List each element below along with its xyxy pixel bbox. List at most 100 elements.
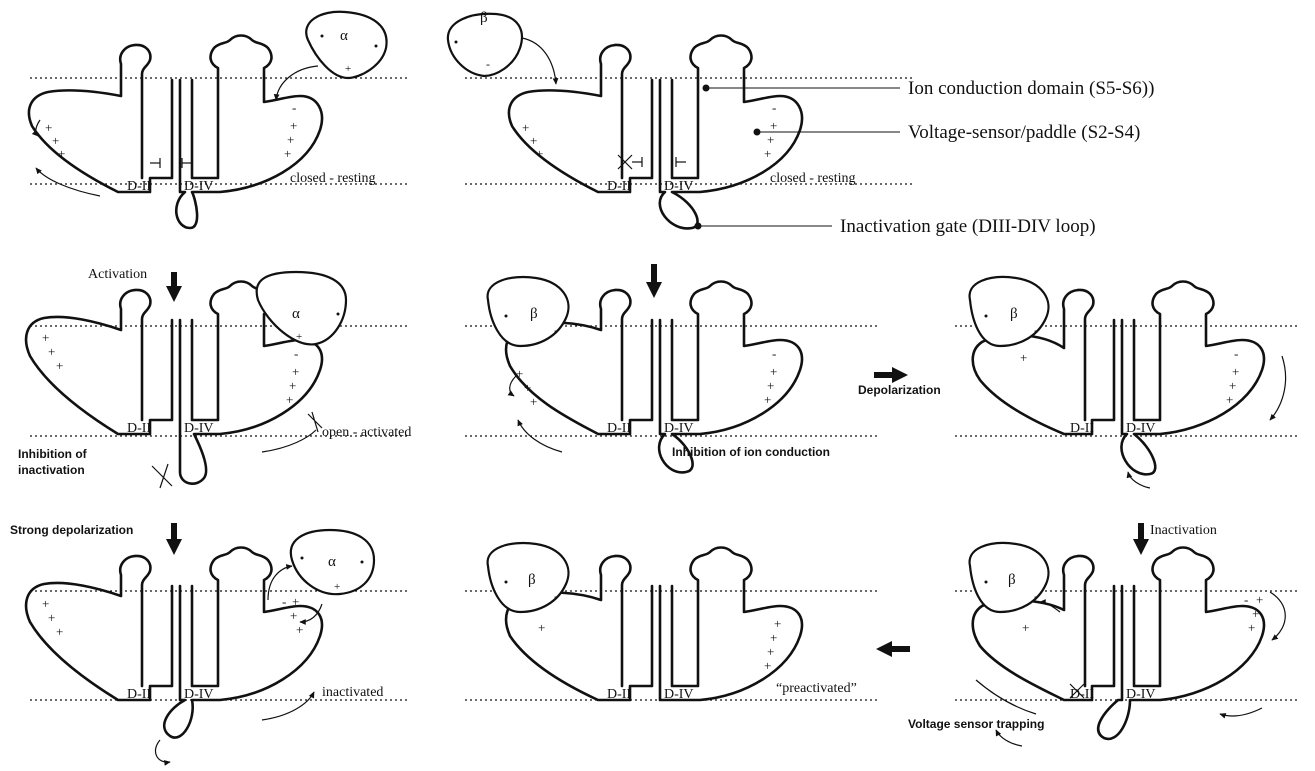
charge-plus: + (1020, 350, 1027, 365)
charge-plus: + (292, 594, 299, 609)
charge-plus: + (767, 378, 774, 393)
alpha-label: α (292, 306, 300, 322)
panel-alpha-open: D-II D-IV + + + - + + + α + open - activ… (18, 272, 411, 488)
panel-beta-preactivated: D-II D-IV β - + + + + + “preactivated” (488, 543, 857, 702)
charge-minus: - (554, 323, 558, 337)
domain-iv-label: D-IV (664, 179, 694, 194)
charge-plus: + (1252, 606, 1259, 621)
domain-ii-label: D-II (607, 687, 631, 702)
charge-minus: - (282, 594, 286, 609)
beta-label: β (530, 306, 538, 322)
charge-plus: + (42, 596, 49, 611)
charge-plus: + (536, 146, 543, 161)
state-inactivated: inactivated (322, 685, 383, 700)
transition-strong-depolarization: Strong depolarization (10, 523, 133, 537)
beta-label: β (1010, 306, 1018, 322)
domain-iv-label: D-IV (184, 687, 214, 702)
charge-plus: + (296, 622, 303, 637)
charge-minus: - (1244, 592, 1248, 607)
panel-beta-resting: D-II D-IV + + + - + + + β - closed - res… (448, 10, 1155, 237)
state-preactivated: “preactivated” (776, 681, 857, 696)
domain-iv-label: D-IV (664, 421, 694, 436)
transition-depolarization: Depolarization (858, 383, 941, 397)
charge-plus: + (1248, 620, 1255, 635)
domain-ii-outline (29, 45, 172, 192)
charge-minus: - (1034, 589, 1038, 603)
legend-voltage-sensor: Voltage-sensor/paddle (S2-S4) (908, 122, 1140, 143)
charge-minus: - (1034, 323, 1038, 337)
domain-iv-label: D-IV (1126, 687, 1156, 702)
alpha-label: α (340, 28, 348, 44)
panel-beta-trapping: D-II D-IV β - + - + + + Voltage sensor t… (908, 543, 1285, 746)
charge-plus: + (767, 644, 774, 659)
membrane-lines (30, 78, 1300, 700)
charge-plus: + (764, 146, 771, 161)
charge-plus: + (345, 63, 351, 75)
legend-inactivation-gate: Inactivation gate (DIII-DIV loop) (840, 216, 1096, 237)
charge-plus: + (42, 330, 49, 345)
charge-plus: + (1232, 364, 1239, 379)
charge-minus: - (1234, 346, 1238, 361)
charge-plus: + (1226, 392, 1233, 407)
charge-plus: + (538, 620, 545, 635)
beta-label: β (480, 10, 488, 26)
charge-minus: - (294, 346, 298, 361)
charge-plus: + (764, 658, 771, 673)
alpha-label: α (328, 554, 336, 570)
domain-iv-label: D-IV (664, 687, 694, 702)
charge-plus: + (1022, 620, 1029, 635)
charge-plus: + (289, 378, 296, 393)
transition-activation: Activation (88, 267, 147, 282)
panel-beta-depolarized: D-II D-IV β - + - + + + (970, 277, 1286, 488)
charge-plus: + (522, 120, 529, 135)
charge-plus: + (284, 146, 291, 161)
charge-plus: + (48, 610, 55, 625)
effect-voltage-sensor-trapping: Voltage sensor trapping (908, 717, 1044, 731)
charge-plus: + (56, 624, 63, 639)
panel-beta-inhibition: D-II D-IV β - + + + - + + + Inhibition o… (488, 277, 830, 472)
charge-minus: - (772, 100, 776, 115)
charge-plus: + (770, 118, 777, 133)
domain-ii-label: D-II (607, 179, 631, 194)
charge-minus: - (292, 100, 296, 115)
panel-alpha-resting: D-II D-IV + + + - + + + α + closed - res… (29, 12, 387, 228)
state-closed-resting: closed - resting (770, 171, 856, 186)
domain-ii-label: D-II (127, 421, 151, 436)
charge-plus: + (334, 581, 340, 593)
charge-plus: + (290, 608, 297, 623)
domain-iv-outline (176, 36, 322, 229)
charge-minus: - (554, 589, 558, 603)
charge-plus: + (770, 630, 777, 645)
charge-plus: + (286, 392, 293, 407)
effect-inhibition-inactivation: Inhibition of (18, 447, 88, 461)
charge-plus: + (764, 392, 771, 407)
charge-plus: + (767, 132, 774, 147)
domain-ii-label: D-II (1070, 421, 1094, 436)
charge-plus: + (290, 118, 297, 133)
charge-plus: + (516, 366, 523, 381)
charge-plus: + (1229, 378, 1236, 393)
charge-plus: + (524, 380, 531, 395)
domain-ii-label: D-II (607, 421, 631, 436)
charge-plus: + (774, 616, 781, 631)
transition-inactivation: Inactivation (1150, 523, 1217, 538)
panel-alpha-inactivated: D-II D-IV + + + - + + + α + inactivated (26, 530, 383, 762)
state-closed-resting: closed - resting (290, 171, 376, 186)
domain-iv-label: D-IV (184, 179, 214, 194)
effect-inhibition-ion-conduction: Inhibition of ion conduction (672, 445, 830, 459)
domain-iv-label: D-IV (184, 421, 214, 436)
charge-plus: + (530, 394, 537, 409)
state-open-activated: open - activated (322, 425, 411, 440)
charge-plus: + (58, 146, 65, 161)
beta-label: β (528, 572, 536, 588)
charge-plus: + (56, 358, 63, 373)
charge-minus: - (486, 57, 490, 71)
beta-label: β (1008, 572, 1016, 588)
domain-ii-label: D-II (127, 179, 151, 194)
domain-ii-label: D-II (127, 687, 151, 702)
charge-plus: + (1256, 592, 1263, 607)
charge-plus: + (770, 364, 777, 379)
domain-iv-label: D-IV (1126, 421, 1156, 436)
legend-ion-conduction: Ion conduction domain (S5-S6)) (908, 78, 1154, 99)
